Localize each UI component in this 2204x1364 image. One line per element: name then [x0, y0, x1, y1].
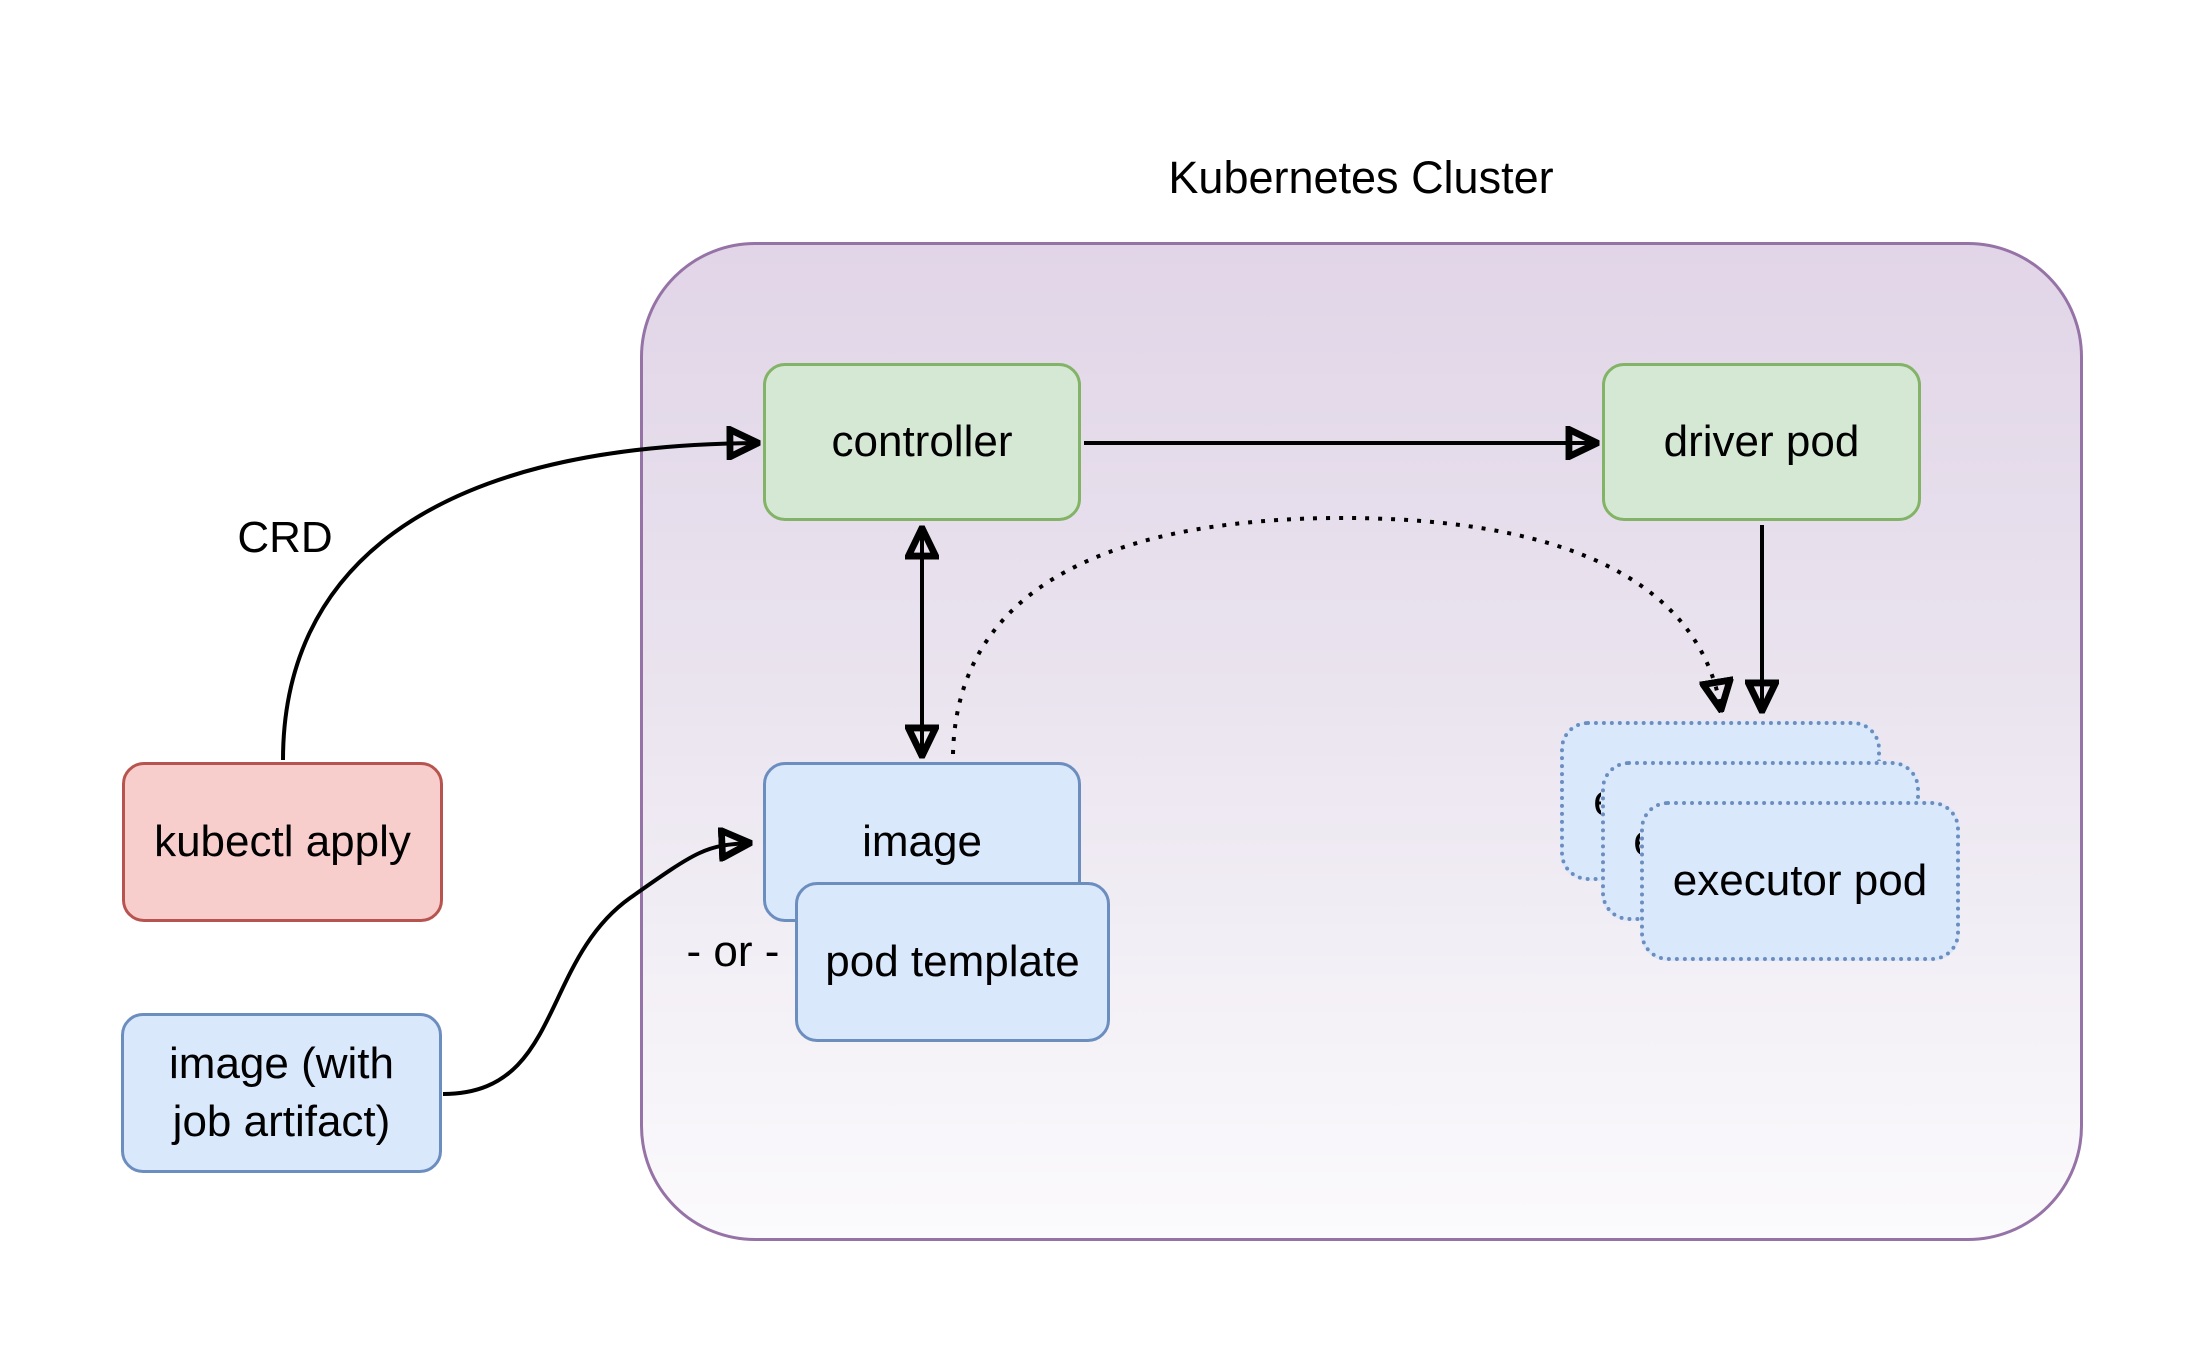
driver-pod-label: driver pod — [1663, 416, 1860, 466]
pod-template-node: pod template — [795, 882, 1110, 1042]
controller-label: controller — [831, 416, 1013, 466]
controller-node: controller — [763, 363, 1081, 521]
driver-pod-node: driver pod — [1602, 363, 1921, 521]
kubectl-apply-label: kubectl apply — [154, 816, 411, 866]
image-with-job-artifact-node: image (with job artifact) — [121, 1013, 442, 1173]
pod-template-label: pod template — [825, 936, 1080, 986]
image-label: image — [862, 816, 982, 866]
or-edge-label: - or - — [686, 927, 780, 976]
image-with-job-artifact-label: image (with job artifact) — [169, 1038, 394, 1146]
kubectl-apply-node: kubectl apply — [122, 762, 443, 922]
executor-pod-node-front: executor pod — [1640, 801, 1960, 961]
crd-edge-label: CRD — [237, 513, 333, 562]
executor-pod-label: executor pod — [1672, 855, 1928, 905]
diagram-title: Kubernetes Cluster — [1168, 152, 1554, 203]
